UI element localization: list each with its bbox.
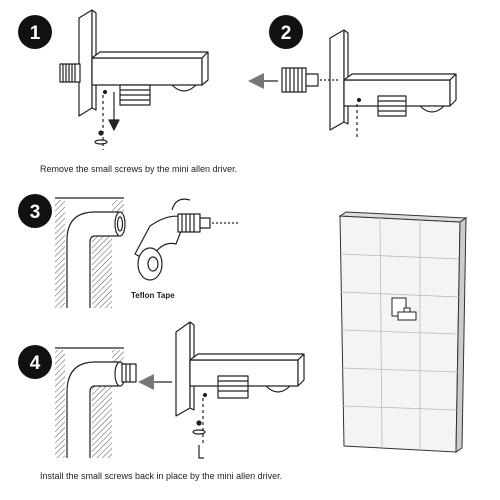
- step-4-badge: 4: [18, 345, 52, 379]
- step-3-number: 3: [30, 202, 41, 223]
- step-1-2-caption: Remove the small screws by the mini alle…: [40, 164, 238, 174]
- step-1-number: 1: [30, 23, 41, 44]
- step-1-illustration: [59, 9, 209, 150]
- installed-bracket: [391, 297, 417, 321]
- teflon-tape-roll: [137, 247, 163, 281]
- step-1-badge: 1: [18, 15, 52, 49]
- tiled-wall-illustration: [338, 211, 468, 453]
- step-4-number: 4: [30, 353, 41, 374]
- wall-tile-grid: [340, 217, 460, 450]
- step-2-badge: 2: [269, 15, 303, 49]
- step-3-illustration: [55, 197, 238, 308]
- step-3-badge: 3: [18, 194, 52, 228]
- step-4-caption: Install the small screws back in place b…: [40, 471, 283, 481]
- step-1-threaded-nipple: [59, 63, 81, 83]
- step-4-illustration: [55, 321, 305, 459]
- step-2-illustration: [248, 29, 457, 140]
- step-2-detached-nipple: [281, 67, 338, 93]
- teflon-tape-label: Teflon Tape: [131, 291, 175, 300]
- step-2-number: 2: [281, 23, 292, 44]
